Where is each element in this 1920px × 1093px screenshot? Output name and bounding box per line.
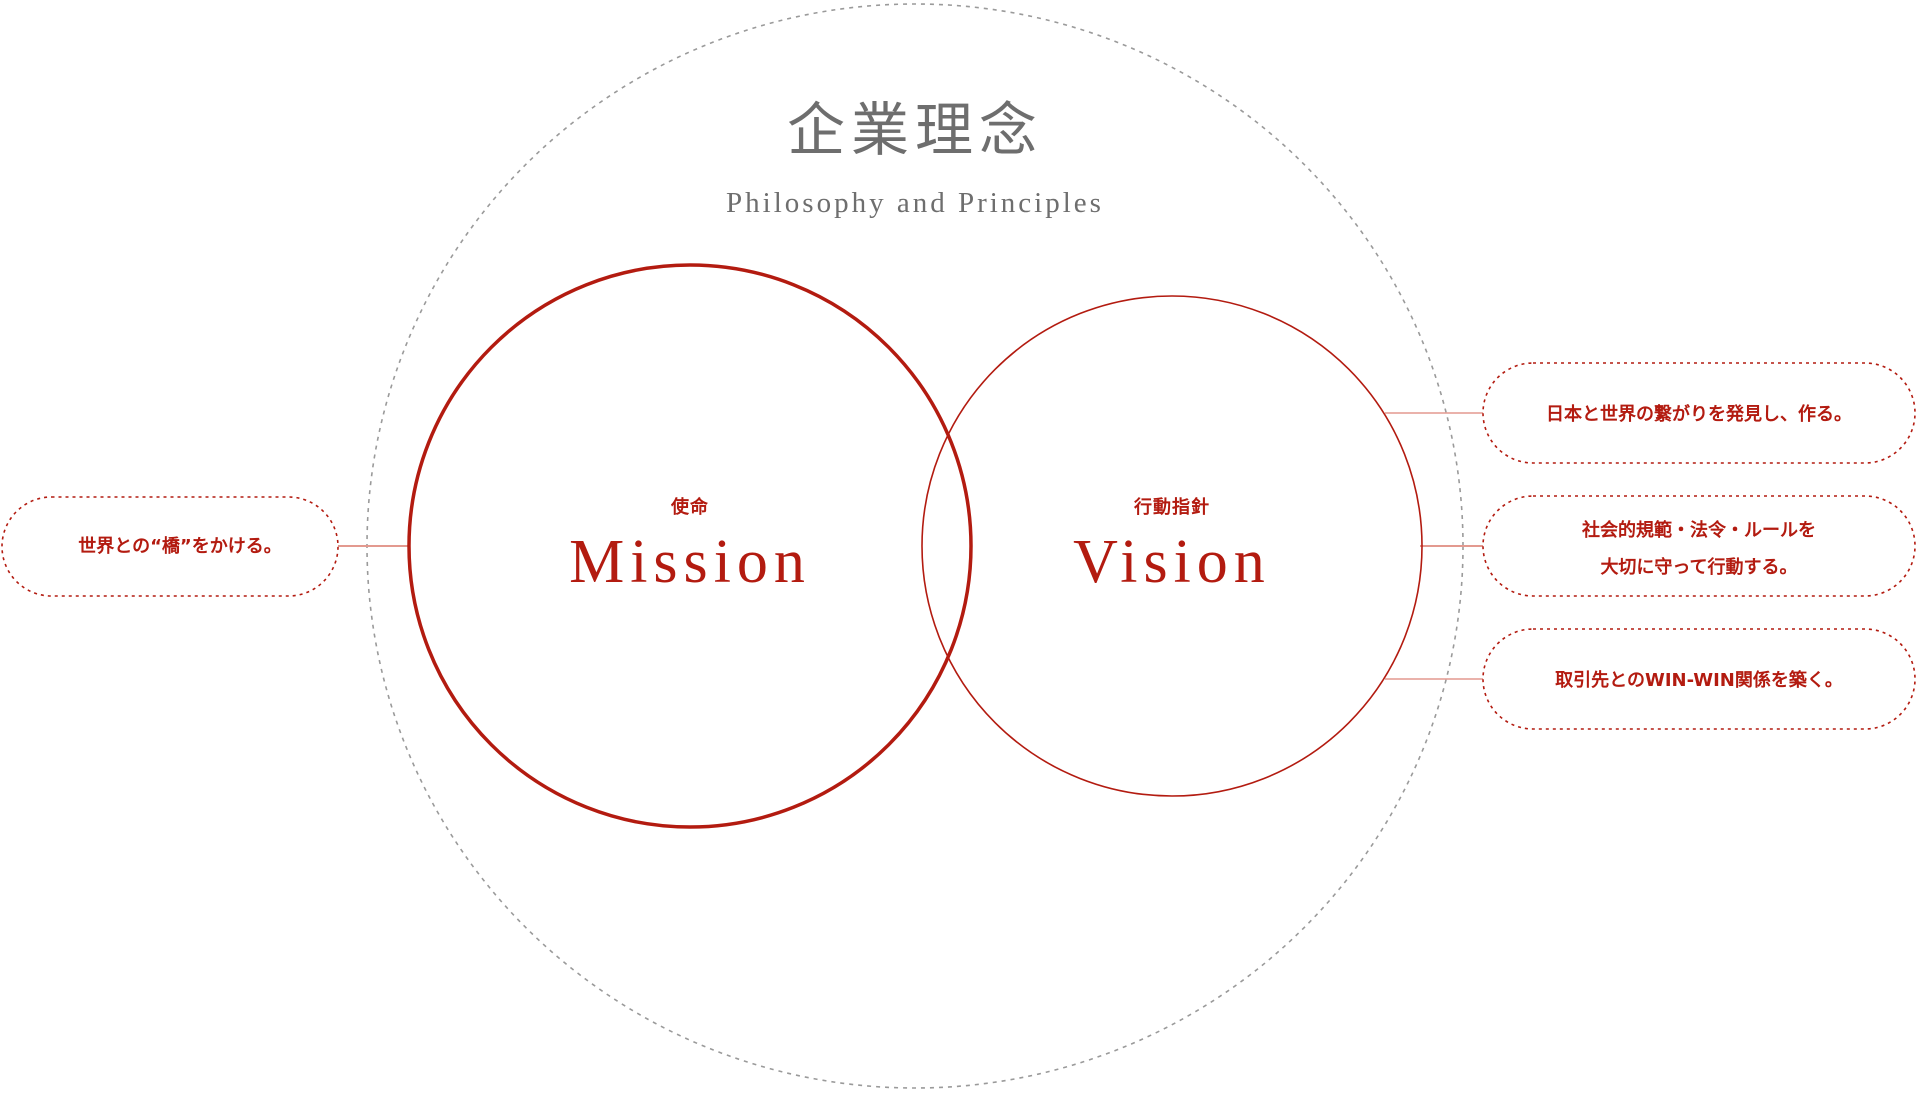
mission-circle <box>407 263 973 829</box>
mission-label-en: Mission <box>569 528 811 596</box>
vision-label-en: Vision <box>1073 528 1271 596</box>
mission-label-ja: 使命 <box>670 496 709 518</box>
page-subtitle: Philosophy and Principles <box>726 187 1104 219</box>
vision-label-ja: 行動指針 <box>1133 496 1210 518</box>
outer-philosophy-circle <box>366 3 1464 1089</box>
vision-principle-text-3: 取引先とのWIN-WIN関係を築く。 <box>1555 669 1843 691</box>
vision-circle <box>921 295 1423 797</box>
mission-statement-pill <box>1 496 339 597</box>
mission-statement-text: 世界との“橋”をかける。 <box>78 535 281 557</box>
vision-principle-pill-2 <box>1482 495 1916 597</box>
vision-principle-text-1: 日本と世界の繋がりを発見し、作る。 <box>1546 403 1852 425</box>
vision-principle-pill-3 <box>1482 628 1916 730</box>
vision-principle-pill-1 <box>1482 362 1916 464</box>
vision-principle-text-2b: 大切に守って行動する。 <box>1600 556 1797 578</box>
page-title: 企業理念 <box>787 96 1043 164</box>
vision-principle-text-2a: 社会的規範・法令・ルールを <box>1582 519 1816 541</box>
